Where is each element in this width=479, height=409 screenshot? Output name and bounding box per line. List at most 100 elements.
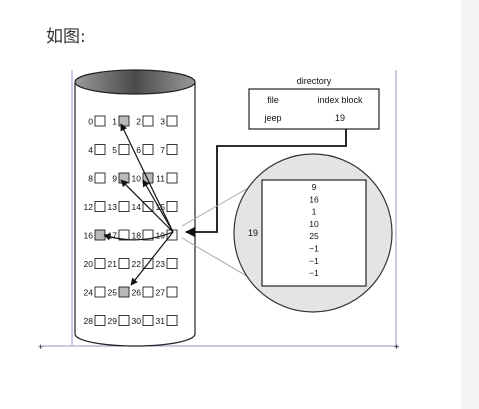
disk-block-used bbox=[118, 115, 130, 127]
disk-block-number: 0 bbox=[88, 117, 93, 127]
disk-block: 9 bbox=[112, 172, 130, 184]
disk-block-free bbox=[118, 201, 130, 212]
disk-block-number: 25 bbox=[108, 288, 118, 298]
disk-block-number: 18 bbox=[132, 231, 142, 241]
disk-block-free bbox=[94, 172, 106, 184]
disk-block: 21 bbox=[108, 258, 130, 269]
disk-block-free bbox=[118, 315, 130, 326]
disk-block: 17 bbox=[108, 229, 130, 241]
pointer-to-block-16 bbox=[103, 231, 174, 241]
pointer-to-block-25 bbox=[130, 231, 174, 286]
disk-block-number: 12 bbox=[84, 202, 94, 212]
pointer-to-block-1 bbox=[120, 123, 174, 233]
disk-block: 25 bbox=[108, 286, 130, 298]
index-block-entry: 1 bbox=[312, 207, 317, 217]
disk-block-used bbox=[118, 286, 130, 298]
index-block-entry: 25 bbox=[309, 231, 319, 241]
disk-block-number: 19 bbox=[156, 231, 166, 241]
index-block-entry: −1 bbox=[309, 268, 319, 278]
disk-block-number: 23 bbox=[156, 259, 166, 269]
disk-block-used bbox=[94, 229, 106, 241]
directory-file-name: jeep bbox=[263, 113, 281, 123]
directory-col-index: index block bbox=[317, 95, 363, 105]
disk-block-free bbox=[166, 172, 178, 184]
disk-block-free bbox=[166, 286, 178, 298]
disk-block: 8 bbox=[88, 172, 106, 184]
frame-anchor-left-icon: + bbox=[38, 342, 43, 352]
disk-block-number: 11 bbox=[156, 174, 165, 184]
disk-block-number: 27 bbox=[156, 288, 166, 298]
index-block-label: 19 bbox=[248, 228, 258, 238]
pointer-arrows bbox=[103, 123, 174, 286]
directory-to-index-block-line bbox=[184, 129, 347, 238]
disk-block: 3 bbox=[160, 115, 178, 127]
disk-block-number: 14 bbox=[132, 202, 142, 212]
disk-block-number: 31 bbox=[156, 316, 166, 326]
disk-block: 29 bbox=[108, 315, 130, 326]
disk-block-number: 5 bbox=[112, 145, 117, 155]
disk-block-free bbox=[118, 144, 130, 155]
directory-box bbox=[248, 88, 380, 130]
index-block-entry: −1 bbox=[309, 256, 319, 266]
directory-title: directory bbox=[297, 76, 332, 86]
disk-block-used bbox=[118, 172, 130, 184]
index-block-entry: 9 bbox=[312, 182, 317, 192]
pointer-to-block-9 bbox=[120, 179, 174, 233]
disk-block-free bbox=[166, 115, 178, 127]
disk-block-free bbox=[94, 201, 106, 212]
frame-anchor-right-icon: + bbox=[394, 342, 399, 352]
disk-block-number: 16 bbox=[84, 231, 94, 241]
disk-block: 0 bbox=[88, 115, 106, 127]
pointer-to-block-10 bbox=[142, 179, 174, 233]
disk-block-free bbox=[118, 258, 130, 269]
directory-index-value: 19 bbox=[335, 113, 345, 123]
disk-top-cap bbox=[74, 69, 196, 95]
disk-block-number: 22 bbox=[132, 259, 142, 269]
disk-block-number: 26 bbox=[132, 288, 142, 298]
disk-block-free bbox=[94, 315, 106, 326]
disk-block-free bbox=[166, 315, 178, 326]
disk-block: 1 bbox=[112, 115, 130, 127]
disk-block-number: 6 bbox=[136, 145, 141, 155]
index-block-entry: 16 bbox=[309, 194, 319, 204]
disk-block-number: 8 bbox=[88, 174, 93, 184]
disk-block: 11 bbox=[156, 172, 178, 184]
disk-block-number: 10 bbox=[132, 174, 142, 184]
disk-block-number: 29 bbox=[108, 316, 118, 326]
disk-block: 5 bbox=[112, 144, 130, 155]
disk-block-free bbox=[94, 144, 106, 155]
index-block-entry: −1 bbox=[309, 244, 319, 254]
disk-block: 28 bbox=[84, 315, 106, 326]
disk-block-number: 21 bbox=[108, 259, 118, 269]
disk-block-free bbox=[94, 286, 106, 298]
directory-table: directory file index block jeep 19 bbox=[248, 76, 380, 130]
disk-block: 13 bbox=[108, 201, 130, 212]
disk-block-number: 7 bbox=[160, 145, 165, 155]
disk-block-free bbox=[142, 315, 154, 326]
disk-block: 20 bbox=[84, 258, 106, 269]
index-block-box bbox=[261, 179, 367, 287]
disk-block-number: 13 bbox=[108, 202, 118, 212]
disk-block-free bbox=[142, 286, 154, 298]
disk-block-number: 30 bbox=[132, 316, 142, 326]
disk-block: 18 bbox=[132, 229, 154, 241]
page-scroll-gutter bbox=[461, 0, 479, 409]
disk-block: 26 bbox=[132, 286, 154, 298]
disk-block-number: 9 bbox=[112, 174, 117, 184]
disk-block-number: 3 bbox=[160, 117, 165, 127]
disk-block: 4 bbox=[88, 144, 106, 155]
disk-block: 2 bbox=[136, 115, 154, 127]
disk-block: 31 bbox=[156, 315, 178, 326]
disk-block-free bbox=[142, 229, 154, 241]
disk-block-number: 4 bbox=[88, 145, 93, 155]
disk-block-number: 1 bbox=[112, 117, 117, 127]
disk-block: 30 bbox=[132, 315, 154, 326]
disk-block: 27 bbox=[156, 286, 178, 298]
caption-text: 如图: bbox=[46, 27, 86, 47]
directory-col-file: file bbox=[267, 95, 279, 105]
disk-block-number: 17 bbox=[108, 231, 118, 241]
disk-block-free bbox=[94, 258, 106, 269]
